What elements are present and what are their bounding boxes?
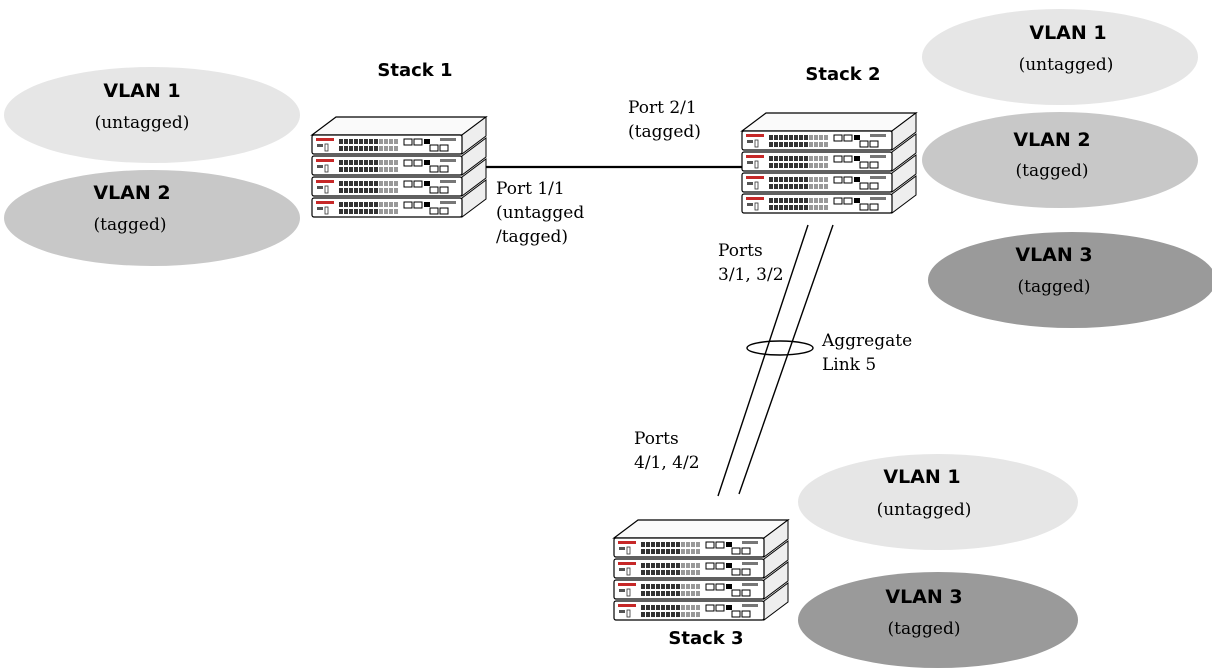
stack2-vlan3-name: VLAN 3: [1015, 244, 1092, 266]
stack2-vlan2-name: VLAN 2: [1013, 129, 1090, 151]
switch-unit: [311, 116, 487, 155]
stack1-vlan2-name: VLAN 2: [93, 182, 170, 204]
switch-unit: [613, 582, 789, 621]
aggregate-link-ring: [746, 340, 814, 356]
port21-label-line1: Port 2/1: [628, 98, 697, 118]
stack1-vlan2-mode: (tagged): [94, 215, 167, 235]
switch-unit: [613, 519, 789, 558]
aggregate-link-line-b: [738, 224, 834, 495]
aggregate-label-line2: Link 5: [822, 355, 876, 375]
switch-top-panel: [310, 116, 488, 136]
switch-unit: [741, 112, 917, 151]
stack2-vlan1-mode: (untagged): [1019, 55, 1114, 75]
stack3-vlan1-ellipse: VLAN 1 (untagged): [798, 454, 1078, 550]
port21-label-line2: (tagged): [628, 122, 701, 142]
stack3-vlan3-ellipse: VLAN 3 (tagged): [798, 572, 1078, 668]
switch-unit: [311, 137, 487, 176]
ports41-label-line2: 4/1, 4/2: [634, 453, 700, 473]
stack3-title: Stack 3: [668, 628, 743, 649]
stack2-title: Stack 2: [805, 64, 880, 85]
stack1-switch-stack: [310, 116, 488, 218]
stack2-vlan3-mode: (tagged): [1018, 277, 1091, 297]
stack1-title: Stack 1: [377, 60, 452, 81]
stack1-vlan2-ellipse: VLAN 2 (tagged): [4, 170, 300, 266]
switch-top-panel: [612, 519, 790, 539]
switch-unit: [741, 175, 917, 214]
ports41-label-line1: Ports: [634, 429, 679, 449]
switch-unit: [613, 540, 789, 579]
stack2-vlan1-name: VLAN 1: [1029, 22, 1106, 44]
stack1-vlan1-ellipse: VLAN 1 (untagged): [4, 67, 300, 163]
stack3-vlan3-name: VLAN 3: [885, 586, 962, 608]
stack2-vlan3-ellipse: VLAN 3 (tagged): [928, 232, 1212, 328]
switch-unit: [741, 154, 917, 193]
stack3-vlan1-name: VLAN 1: [883, 466, 960, 488]
stack2-vlan2-mode: (tagged): [1016, 161, 1089, 181]
stack3-vlan1-mode: (untagged): [877, 500, 972, 520]
switch-unit: [311, 158, 487, 197]
switch-top-panel: [740, 112, 918, 132]
ports31-label-line2: 3/1, 3/2: [718, 265, 784, 285]
stack3-vlan3-mode: (tagged): [888, 619, 961, 639]
port11-label-line1: Port 1/1: [496, 179, 565, 199]
aggregate-link-line-a: [717, 224, 809, 497]
port11-label-line3: /tagged): [496, 227, 568, 247]
switch-unit: [311, 179, 487, 218]
stack2-switch-stack: [740, 112, 918, 214]
stack2-vlan2-ellipse: VLAN 2 (tagged): [922, 112, 1198, 208]
ports31-label-line1: Ports: [718, 241, 763, 261]
switch-unit: [613, 561, 789, 600]
aggregate-label-line1: Aggregate: [821, 331, 912, 351]
port11-label-line2: (untagged: [496, 203, 584, 223]
stack2-vlan1-ellipse: VLAN 1 (untagged): [922, 9, 1198, 105]
stack1-vlan1-mode: (untagged): [95, 113, 190, 133]
switch-unit: [741, 133, 917, 172]
stack3-switch-stack: [612, 519, 790, 621]
stack1-vlan1-name: VLAN 1: [103, 80, 180, 102]
